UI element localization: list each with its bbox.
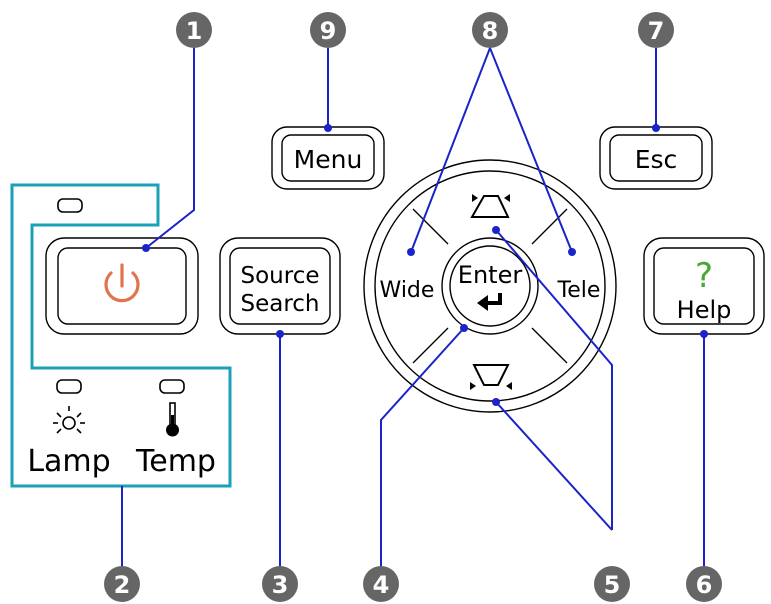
help-button[interactable]: ? Help [643, 237, 765, 335]
callout-7: 7 [638, 12, 674, 48]
lamp-icon [53, 406, 85, 434]
svg-text:7: 7 [648, 17, 665, 45]
power-indicator-led [57, 198, 83, 213]
svg-text:2: 2 [114, 571, 131, 599]
help-question-icon: ? [695, 256, 713, 296]
callout-4: 4 [363, 566, 399, 602]
svg-text:5: 5 [604, 571, 621, 599]
callout-6: 6 [686, 566, 722, 602]
svg-text:6: 6 [696, 571, 713, 599]
svg-text:4: 4 [373, 571, 390, 599]
leader-lines [121, 47, 708, 576]
lamp-indicator-led [56, 379, 82, 394]
temp-label: Temp [135, 444, 216, 479]
enter-label: Enter [458, 261, 523, 289]
power-button[interactable] [45, 237, 199, 335]
lamp-label: Lamp [27, 444, 110, 479]
source-search-button[interactable]: Source Search [219, 237, 341, 335]
menu-button[interactable]: Menu [271, 126, 385, 190]
callout-2: 2 [104, 566, 140, 602]
menu-label: Menu [294, 145, 363, 174]
enter-button[interactable]: Enter [441, 237, 539, 335]
search-label: Search [240, 291, 319, 317]
callout-1: 1 [176, 12, 212, 48]
callout-5: 5 [594, 566, 630, 602]
help-label: Help [677, 296, 732, 324]
svg-text:3: 3 [272, 571, 289, 599]
thermometer-icon [166, 402, 179, 437]
svg-text:9: 9 [320, 17, 337, 45]
temp-indicator-led [159, 379, 185, 394]
callout-9: 9 [310, 12, 346, 48]
keystone-bottom-icon[interactable] [470, 364, 512, 390]
esc-label: Esc [635, 145, 678, 174]
esc-button[interactable]: Esc [599, 126, 713, 190]
svg-text:8: 8 [482, 17, 499, 45]
keystone-top-icon[interactable] [470, 194, 510, 218]
source-label: Source [241, 263, 320, 289]
power-icon [104, 263, 140, 303]
wide-button[interactable]: Wide [380, 278, 435, 303]
callout-3: 3 [262, 566, 298, 602]
enter-arrow-icon [477, 293, 502, 311]
callout-8: 8 [472, 12, 508, 48]
tele-button[interactable]: Tele [557, 278, 601, 303]
svg-text:1: 1 [186, 17, 203, 45]
indicator-frame [10, 183, 232, 488]
